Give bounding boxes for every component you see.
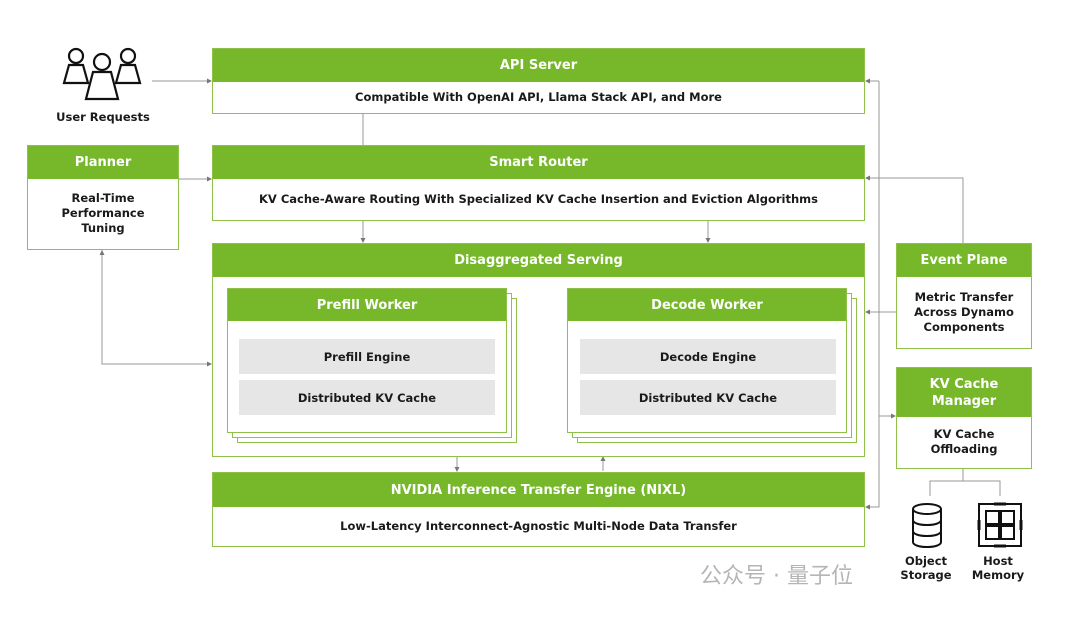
- decode-worker-title: Decode Worker: [568, 289, 846, 321]
- prefill-worker-title: Prefill Worker: [228, 289, 506, 321]
- watermark: 公众号 · 量子位: [700, 564, 853, 589]
- planner-desc: Real-Time Performance Tuning: [61, 191, 145, 235]
- nixl-title: NVIDIA Inference Transfer Engine (NIXL): [213, 473, 864, 507]
- database-icon: [912, 503, 942, 549]
- event-plane-desc: Metric Transfer Across Dynamo Components: [914, 289, 1014, 334]
- smart-router-title: Smart Router: [213, 146, 864, 179]
- smart-router-desc: KV Cache-Aware Routing With Specialized …: [259, 191, 818, 206]
- api-server-title: API Server: [213, 49, 864, 82]
- nixl-box: NVIDIA Inference Transfer Engine (NIXL) …: [212, 472, 865, 547]
- prefill-kv-cache: Distributed KV Cache: [239, 380, 495, 415]
- users-icon: [62, 47, 142, 101]
- nixl-desc: Low-Latency Interconnect-Agnostic Multi-…: [340, 518, 737, 533]
- decode-kv-cache: Distributed KV Cache: [580, 380, 836, 415]
- api-server-box: API Server Compatible With OpenAI API, L…: [212, 48, 865, 114]
- decode-engine: Decode Engine: [580, 339, 836, 374]
- smart-router-box: Smart Router KV Cache-Aware Routing With…: [212, 145, 865, 221]
- planner-title: Planner: [28, 146, 178, 179]
- disaggregated-serving-title: Disaggregated Serving: [213, 244, 864, 277]
- host-memory-label: Host Memory: [971, 554, 1025, 582]
- kv-cache-manager-box: KV Cache Manager KV Cache Offloading: [896, 367, 1032, 469]
- event-plane-box: Event Plane Metric Transfer Across Dynam…: [896, 243, 1032, 349]
- memory-chip-icon: [977, 502, 1023, 548]
- api-server-desc: Compatible With OpenAI API, Llama Stack …: [355, 89, 722, 104]
- prefill-engine: Prefill Engine: [239, 339, 495, 374]
- kv-cache-manager-desc: KV Cache Offloading: [930, 427, 998, 456]
- object-storage-label: Object Storage: [900, 554, 952, 582]
- planner-box: Planner Real-Time Performance Tuning: [27, 145, 179, 250]
- user-requests-label: User Requests: [56, 110, 150, 124]
- kv-cache-manager-title: KV Cache Manager: [897, 368, 1031, 417]
- event-plane-title: Event Plane: [897, 244, 1031, 277]
